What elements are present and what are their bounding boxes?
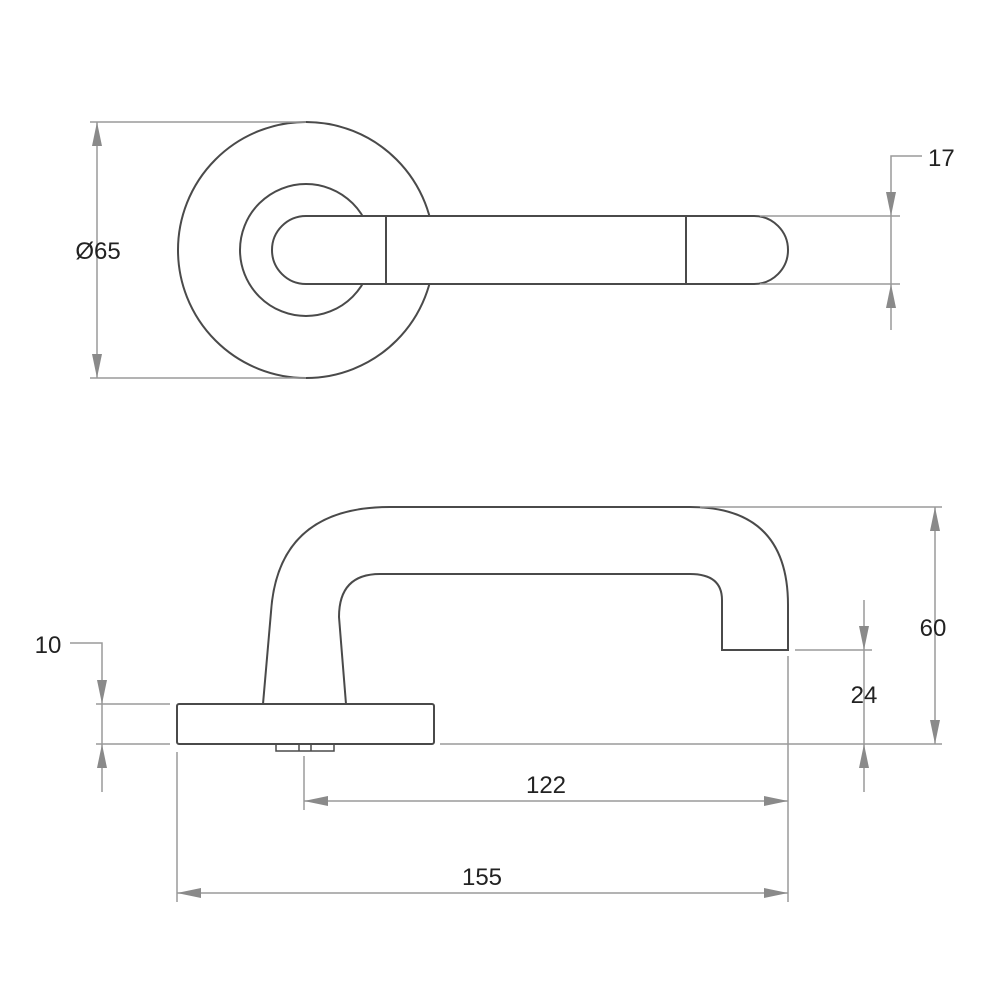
handle-top-outline (271, 215, 789, 285)
overall-length-label: 155 (462, 864, 502, 891)
arrow-icon (930, 507, 940, 531)
dimension-diameter: Ø65 (75, 121, 306, 379)
width-label: 17 (928, 145, 955, 172)
dimension-handle-width: 17 (760, 145, 955, 330)
dimension-overall-length: 155 (176, 752, 788, 902)
rose-thickness-label: 10 (35, 632, 62, 659)
arrow-icon (97, 680, 107, 704)
dimension-rose-thickness: 10 (35, 632, 170, 792)
handle-side-outline (262, 506, 789, 705)
arrow-icon (930, 720, 940, 744)
arrow-icon (304, 796, 328, 806)
clearance-label: 24 (851, 682, 878, 709)
dimension-projection: 122 (303, 656, 789, 902)
rose-plate (176, 703, 435, 745)
arrow-icon (886, 284, 896, 308)
spindle (275, 743, 335, 752)
arrow-icon (764, 888, 788, 898)
arrow-icon (92, 122, 102, 146)
arrow-icon (92, 354, 102, 378)
arrow-icon (177, 888, 201, 898)
side-view (176, 506, 789, 752)
diameter-label: Ø65 (75, 238, 120, 265)
arrow-icon (97, 744, 107, 768)
arrow-icon (764, 796, 788, 806)
dimension-height: 60 (440, 506, 947, 745)
arrow-icon (886, 192, 896, 216)
dimension-clearance: 24 (795, 600, 877, 792)
arrow-icon (859, 626, 869, 650)
top-view (177, 121, 789, 379)
projection-label: 122 (526, 772, 566, 799)
arrow-icon (859, 744, 869, 768)
height-label: 60 (920, 615, 947, 642)
